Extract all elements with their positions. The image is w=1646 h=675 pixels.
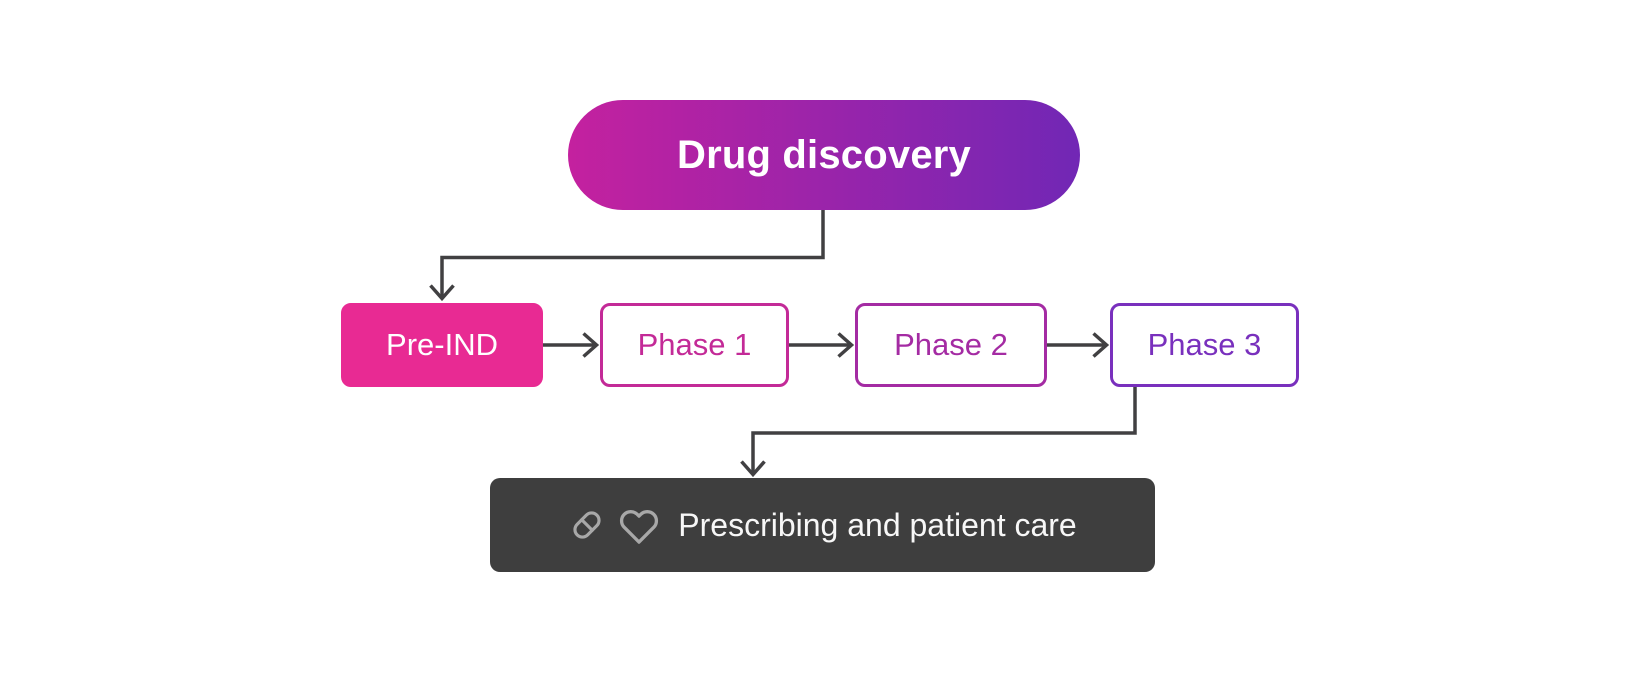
- arrowhead-down-end: [740, 460, 766, 478]
- node-drug-discovery: Drug discovery: [568, 100, 1080, 210]
- pill-icon: [568, 506, 606, 544]
- node-pre-ind: Pre-IND: [341, 303, 543, 387]
- node-drug-discovery-label: Drug discovery: [676, 132, 971, 177]
- node-phase-1: Phase 1: [600, 303, 789, 387]
- node-phase-3-label: Phase 3: [1147, 327, 1262, 362]
- heart-icon: [619, 505, 659, 545]
- connector-phase-3-to-end: [751, 387, 1137, 474]
- node-phase-2: Phase 2: [855, 303, 1047, 387]
- node-phase-1-label: Phase 1: [637, 327, 752, 362]
- node-prescribing-label: Prescribing and patient care: [678, 506, 1077, 543]
- node-phase-2-label: Phase 2: [894, 327, 1008, 362]
- connector-title-to-pre-ind: [440, 210, 825, 297]
- arrowhead-right-phase-1: [582, 332, 600, 358]
- arrowhead-right-phase-2: [837, 332, 855, 358]
- arrowhead-down-pre-ind: [429, 284, 455, 302]
- arrowhead-right-phase-3: [1092, 332, 1110, 358]
- node-pre-ind-label: Pre-IND: [386, 327, 498, 362]
- node-prescribing-patient-care: Prescribing and patient care: [490, 478, 1155, 572]
- node-phase-3: Phase 3: [1110, 303, 1299, 387]
